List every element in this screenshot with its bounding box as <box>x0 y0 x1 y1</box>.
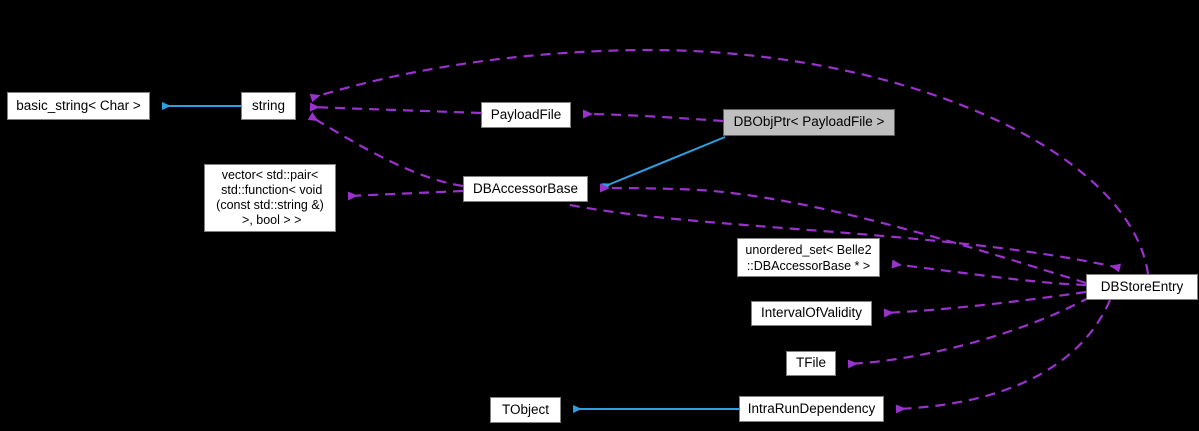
node-unordered-set[interactable]: unordered_set< Belle2 ::DBAccessorBase *… <box>737 238 880 277</box>
edge-dbaccessorbase-to-vector-pair <box>347 189 464 201</box>
node-label-payloadfile: PayloadFile <box>490 106 562 122</box>
node-label-vector-pair: vector< std::pair< std::function< void (… <box>216 168 324 227</box>
edge-dbstoreentry-to-tfile <box>847 296 1091 369</box>
node-dbstoreentry[interactable]: DBStoreEntry <box>1086 274 1198 300</box>
node-tobject[interactable]: TObject <box>490 397 561 423</box>
node-label-dbstoreentry: DBStoreEntry <box>1100 278 1184 294</box>
node-tfile[interactable]: TFile <box>786 351 836 376</box>
node-dbaccessorbase[interactable]: DBAccessorBase <box>463 176 588 202</box>
usage-edges <box>307 48 1150 414</box>
edge-dbstoreentry-to-intervalofvalidity <box>883 290 1087 318</box>
edge-dbstoreentry-to-intrarundependency <box>895 299 1112 414</box>
node-label-intrarundependency: IntraRunDependency <box>747 400 876 416</box>
node-label-dbaccessorbase: DBAccessorBase <box>472 180 579 196</box>
node-basic-string[interactable]: basic_string< Char > <box>7 92 150 120</box>
edge-payloadfile-to-string <box>309 102 482 115</box>
node-payloadfile[interactable]: PayloadFile <box>481 102 571 128</box>
inheritance-edges <box>162 102 739 413</box>
edge-dbstoreentry-to-unordered-set <box>891 259 1087 287</box>
node-intrarundependency[interactable]: IntraRunDependency <box>739 396 884 422</box>
node-label-intervalofvalidity: IntervalOfValidity <box>760 305 863 321</box>
node-string[interactable]: string <box>241 92 296 120</box>
node-label-tobject: TObject <box>501 401 550 417</box>
node-vector-pair[interactable]: vector< std::pair< std::function< void (… <box>204 164 336 232</box>
edge-dbobjptr-to-dbaccessorbase <box>601 136 726 191</box>
node-label-tfile: TFile <box>796 355 826 371</box>
edge-dbobjptr-to-payloadfile <box>582 109 724 123</box>
node-dbobjptr-payloadfile[interactable]: DBObjPtr< PayloadFile > <box>723 109 895 136</box>
node-label-string: string <box>251 97 285 113</box>
edge-dbstoreentry-to-string <box>309 48 1150 275</box>
node-label-unordered-set: unordered_set< Belle2 ::DBAccessorBase *… <box>745 242 872 273</box>
node-intervalofvalidity[interactable]: IntervalOfValidity <box>751 301 872 326</box>
node-label-basic-string: basic_string< Char > <box>16 97 141 113</box>
node-label-dbobjptr-payloadfile: DBObjPtr< PayloadFile > <box>733 114 885 130</box>
